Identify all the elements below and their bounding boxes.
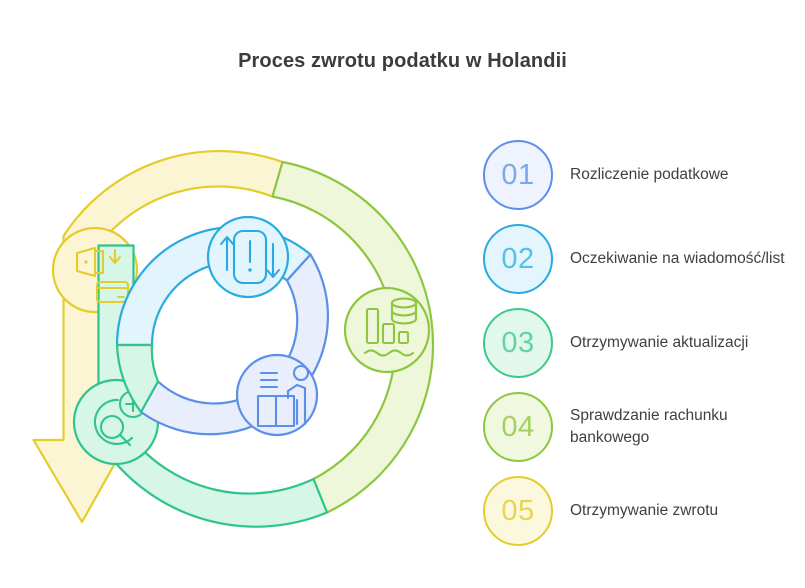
magnifier-plus-icon <box>93 389 148 447</box>
legend-badge-05: 05 <box>483 476 553 546</box>
process-cycle-diagram <box>0 110 470 580</box>
legend-badge-01: 01 <box>483 140 553 210</box>
legend-item-01[interactable]: 01 Rozliczenie podatkowe <box>483 133 805 217</box>
outer-node-bump-yellowgreen <box>343 286 431 374</box>
legend-number-04: 04 <box>501 410 535 443</box>
outer-segment-otrzymywanie-aktualizacji[interactable] <box>97 244 329 528</box>
legend-label-03: Otrzymywanie aktualizacji <box>570 334 749 351</box>
legend-number-02: 02 <box>501 242 535 275</box>
legend-label-01: Rozliczenie podatkowe <box>570 166 729 183</box>
page-title: Proces zwrotu podatku w Holandii <box>238 50 567 72</box>
legend-number-05: 05 <box>501 494 535 527</box>
inner-segment-aktualizacje[interactable] <box>115 343 160 414</box>
legend-item-02[interactable]: 02 Oczekiwanie na wiadomość/list <box>483 217 805 301</box>
legend-item-04[interactable]: 04 Sprawdzanie rachunku bankowego <box>483 385 805 469</box>
inner-node-bump-cyan <box>206 215 290 299</box>
legend-badge-04: 04 <box>483 392 553 462</box>
outer-ring <box>32 150 435 528</box>
legend-number-01: 01 <box>501 158 535 191</box>
legend-label-04: Sprawdzanie rachunku bankowego <box>570 407 728 446</box>
person-desk-icon <box>256 364 310 428</box>
legend-badge-03: 03 <box>483 308 553 378</box>
legend-number-03: 03 <box>501 326 535 359</box>
legend-badge-02: 02 <box>483 224 553 294</box>
wallet-card-icon <box>75 246 130 304</box>
bar-chart-coins-icon <box>363 297 418 357</box>
cycle-svg <box>32 150 435 528</box>
legend-label-02: Oczekiwanie na wiadomość/list <box>570 250 785 267</box>
legend-item-03[interactable]: 03 Otrzymywanie aktualizacji <box>483 301 805 385</box>
legend-item-05[interactable]: 05 Otrzymywanie zwrotu <box>483 469 805 553</box>
sync-alert-icon <box>219 229 281 285</box>
legend: 01 Rozliczenie podatkowe 02 Oczekiwanie … <box>483 133 805 553</box>
legend-label-05: Otrzymywanie zwrotu <box>570 502 719 519</box>
